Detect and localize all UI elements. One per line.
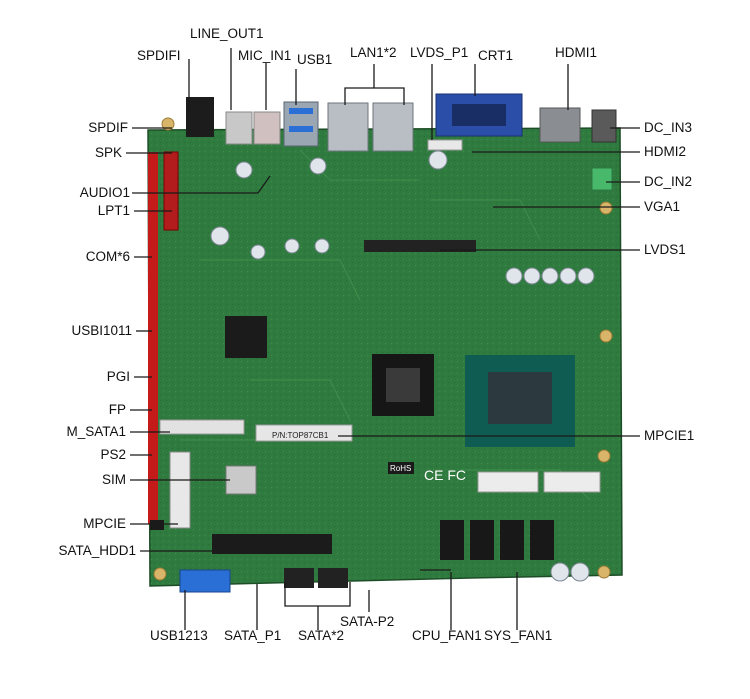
label-pgi: PGI: [106, 369, 130, 384]
label-sys-fan1: SYS_FAN1: [484, 628, 553, 643]
ram-chip-3: [500, 520, 524, 560]
label-com6: COM*6: [85, 249, 130, 264]
label-hdmi1: HDMI1: [555, 45, 598, 60]
dc-in2-connector: [591, 167, 613, 191]
sata-port-1: [284, 568, 314, 588]
label-sata2: SATA*2: [298, 628, 345, 643]
label-cpu-fan1: CPU_FAN1: [412, 628, 482, 643]
label-spk: SPK: [94, 145, 122, 160]
label-spdif: SPDIF: [88, 120, 128, 135]
label-sim: SIM: [101, 472, 126, 487]
label-mpcie1: MPCIE1: [644, 428, 695, 443]
label-crt1: CRT1: [478, 48, 514, 63]
rohs-mark: RoHS: [390, 464, 411, 473]
sim-slot: [225, 465, 257, 495]
label-sata-hdd1: SATA_HDD1: [58, 543, 136, 558]
sata-hdd-connector: [212, 534, 332, 554]
label-lvds1: LVDS1: [644, 242, 686, 257]
line-out-jack: [225, 111, 253, 145]
mic-in-jack: [253, 111, 281, 145]
mounting-holes: [153, 117, 613, 581]
ram-chip-4: [530, 520, 554, 560]
label-audio1: AUDIO1: [79, 185, 130, 200]
rear-io-connectors: [186, 93, 617, 191]
lan-port-2: [372, 102, 414, 152]
label-line-out1: LINE_OUT1: [190, 26, 264, 41]
label-usbi1011: USBI1011: [71, 323, 132, 338]
msata-slot: [159, 419, 245, 435]
label-dc-in3: DC_IN3: [644, 120, 693, 135]
super-io-chip: [225, 316, 267, 358]
audio-lpt-header: [163, 151, 179, 231]
hdmi-port: [539, 107, 581, 143]
label-sata-p1: SATA_P1: [224, 628, 282, 643]
ram-chip-2: [470, 520, 494, 560]
sata-port-2: [318, 568, 348, 588]
ce-fc-mark: CE FC: [424, 467, 466, 483]
usb-header-blue: [179, 569, 231, 593]
label-dc-in2: DC_IN2: [644, 174, 693, 189]
capacitors: [210, 150, 595, 582]
label-vga1: VGA1: [644, 199, 681, 214]
label-mpcie: MPCIE: [83, 516, 126, 531]
lvds-header: [364, 240, 476, 252]
mpcie-slot: [169, 451, 191, 529]
lvds-p1-header: [427, 139, 463, 151]
label-fp: FP: [108, 402, 126, 417]
label-ps2: PS2: [100, 447, 126, 462]
label-lpt1: LPT1: [97, 203, 130, 218]
lan-port-1: [327, 102, 369, 152]
label-usb1213: USB1213: [150, 628, 208, 643]
com-header-strip: [148, 152, 158, 524]
label-mic-in1: MIC_IN1: [238, 48, 292, 63]
leader-lines: [126, 48, 640, 630]
components: P/N:TOP87CB1 RoHS CE FC: [159, 240, 601, 593]
dc-jack: [591, 109, 617, 143]
label-lvds-p1: LVDS_P1: [410, 45, 469, 60]
pn-label: P/N:TOP87CB1: [272, 431, 329, 440]
label-sata-p2: SATA-P2: [340, 614, 395, 629]
label-lan1: LAN1*2: [350, 45, 397, 60]
ram-chip-1: [440, 520, 464, 560]
label-usb1: USB1: [297, 52, 333, 67]
label-m-sata1: M_SATA1: [66, 424, 126, 439]
label-hdmi2: HDMI2: [644, 144, 687, 159]
mini-pcie-slot: [255, 424, 353, 442]
label-spdifi: SPDIFI: [137, 48, 181, 63]
spdif-connector: [186, 97, 214, 137]
